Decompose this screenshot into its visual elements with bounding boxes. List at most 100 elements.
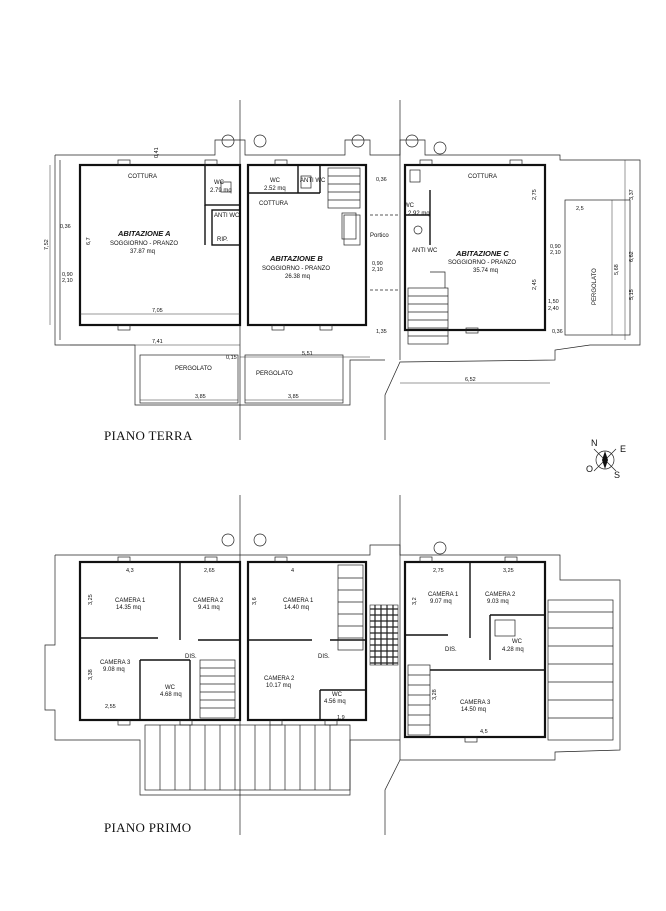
room-name: CAMERA 2 bbox=[485, 592, 516, 598]
compass-rose: N E S O bbox=[586, 438, 626, 480]
unit-a-use: SOGGIORNO - PRANZO bbox=[110, 241, 178, 247]
rip-label: RIP. bbox=[217, 237, 228, 243]
dim-label: 2,10 bbox=[372, 267, 383, 273]
first-floor-plan: CAMERA 1 14.35 mq CAMERA 2 9.41 mq CAMER… bbox=[44, 495, 621, 835]
dim-label: 0,15 bbox=[226, 355, 237, 361]
compass-n: N bbox=[591, 438, 598, 448]
room-name: WC bbox=[332, 692, 343, 698]
dim-label: 2,40 bbox=[548, 306, 559, 312]
dim-label: 3,85 bbox=[195, 394, 206, 400]
wc-a-area: 2.79 mq bbox=[210, 188, 232, 194]
dis-label: DIS. bbox=[185, 654, 197, 660]
wc-b-area: 2.52 mq bbox=[264, 186, 286, 192]
unit-a-area: 37.87 mq bbox=[130, 249, 155, 255]
room-area: 14.50 mq bbox=[461, 707, 486, 713]
room-name: CAMERA 2 bbox=[193, 598, 224, 604]
dim-label: 4,5 bbox=[480, 729, 488, 735]
room-name: CAMERA 3 bbox=[100, 660, 131, 666]
dim-label: 2,75 bbox=[433, 568, 444, 574]
dim-label: 2,10 bbox=[62, 278, 73, 284]
dis-label: DIS. bbox=[318, 654, 330, 660]
dim-label: 2,10 bbox=[550, 250, 561, 256]
room-area: 9.41 mq bbox=[198, 605, 220, 611]
unit-c-use: SOGGIORNO - PRANZO bbox=[448, 260, 516, 266]
ground-floor-title: PIANO TERRA bbox=[104, 428, 193, 443]
dim-label: 5,15 bbox=[629, 289, 635, 300]
dim-label: 6,7 bbox=[86, 237, 92, 245]
unit-a-name: ABITAZIONE A bbox=[117, 229, 171, 238]
compass-o: O bbox=[586, 464, 593, 474]
room-area: 9.08 mq bbox=[103, 667, 125, 673]
unit-b-walls bbox=[246, 163, 368, 327]
dim-label: 3,25 bbox=[88, 594, 94, 605]
room-area: 9.07 mq bbox=[430, 599, 452, 605]
dim-label: 2,75 bbox=[532, 189, 538, 200]
room-name: CAMERA 1 bbox=[428, 592, 459, 598]
room-area: 10.17 mq bbox=[266, 683, 291, 689]
room-name: WC bbox=[512, 639, 523, 645]
unit-b-area: 26.38 mq bbox=[285, 274, 310, 280]
anti-wc-a-label: ANTI WC bbox=[214, 213, 240, 219]
kitchen-b-label: COTTURA bbox=[259, 201, 288, 207]
room-area: 4.56 mq bbox=[324, 699, 346, 705]
dim-label: 3,2 bbox=[412, 597, 418, 605]
room-area: 9.03 mq bbox=[487, 599, 509, 605]
unit-c-area: 35.74 mq bbox=[473, 268, 498, 274]
anti-wc-c-label: ANTI WC bbox=[412, 248, 438, 254]
dim-label: 5,51 bbox=[302, 351, 313, 357]
room-area: 14.40 mq bbox=[284, 605, 309, 611]
room-name: CAMERA 1 bbox=[115, 598, 146, 604]
room-name: CAMERA 2 bbox=[264, 676, 295, 682]
dim-label: 4 bbox=[291, 568, 294, 574]
dim-label: 1,9 bbox=[337, 715, 345, 721]
dim-label: 0,90 bbox=[550, 244, 561, 250]
wc-b-label: WC bbox=[270, 178, 281, 184]
portico-label: Portico bbox=[370, 233, 389, 239]
dim-label: 1,50 bbox=[548, 299, 559, 305]
dim-label: 0,90 bbox=[62, 272, 73, 278]
dim-label: 0,41 bbox=[154, 147, 160, 158]
dim-label: 1,35 bbox=[376, 329, 387, 335]
dim-label: 3,38 bbox=[88, 669, 94, 680]
dis-label: DIS. bbox=[445, 647, 457, 653]
dim-label: 3,28 bbox=[432, 689, 438, 700]
dim-label: 6,62 bbox=[629, 251, 635, 262]
dim-label: 7,52 bbox=[44, 239, 50, 250]
ground-floor-plan: ABITAZIONE A SOGGIORNO - PRANZO 37.87 mq… bbox=[44, 100, 641, 443]
unit-c-walls bbox=[403, 163, 547, 332]
dim-label: 7,05 bbox=[152, 308, 163, 314]
room-name: WC bbox=[165, 685, 176, 691]
wc-c-area: 2.92 mq bbox=[408, 211, 430, 217]
room-area: 4.28 mq bbox=[502, 647, 524, 653]
dim-label: 3,37 bbox=[629, 189, 635, 200]
dim-label: 0,90 bbox=[372, 261, 383, 267]
dim-label: 3,25 bbox=[503, 568, 514, 574]
kitchen-a-label: COTTURA bbox=[128, 174, 157, 180]
dim-label: 7,41 bbox=[152, 339, 163, 345]
pergolato-side-label: PERGOLATO bbox=[592, 268, 598, 305]
room-name: CAMERA 3 bbox=[460, 700, 491, 706]
dim-label: 3,6 bbox=[252, 597, 258, 605]
dim-label: 3,85 bbox=[288, 394, 299, 400]
dim-label: 2,5 bbox=[576, 206, 584, 212]
first-floor-title: PIANO PRIMO bbox=[104, 820, 191, 835]
room-area: 14.35 mq bbox=[116, 605, 141, 611]
pergolato-1-label: PERGOLATO bbox=[175, 366, 212, 372]
dim-label: 2,45 bbox=[532, 279, 538, 290]
dim-label: 2,65 bbox=[204, 568, 215, 574]
dim-label: 4,3 bbox=[126, 568, 134, 574]
dim-label: 0,36 bbox=[552, 329, 563, 335]
unit-b-name: ABITAZIONE B bbox=[269, 254, 323, 263]
dim-label: 6,52 bbox=[465, 377, 476, 383]
kitchen-c-label: COTTURA bbox=[468, 174, 497, 180]
wc-c-label: WC bbox=[404, 203, 415, 209]
compass-e: E bbox=[620, 444, 626, 454]
dim-label: 0,36 bbox=[60, 224, 71, 230]
wc-a-label: WC bbox=[214, 180, 225, 186]
room-area: 4.68 mq bbox=[160, 692, 182, 698]
dim-label: 5,68 bbox=[614, 264, 620, 275]
unit-b-use: SOGGIORNO - PRANZO bbox=[262, 266, 330, 272]
dim-label: 0,36 bbox=[376, 177, 387, 183]
pergolato-2-label: PERGOLATO bbox=[256, 371, 293, 377]
